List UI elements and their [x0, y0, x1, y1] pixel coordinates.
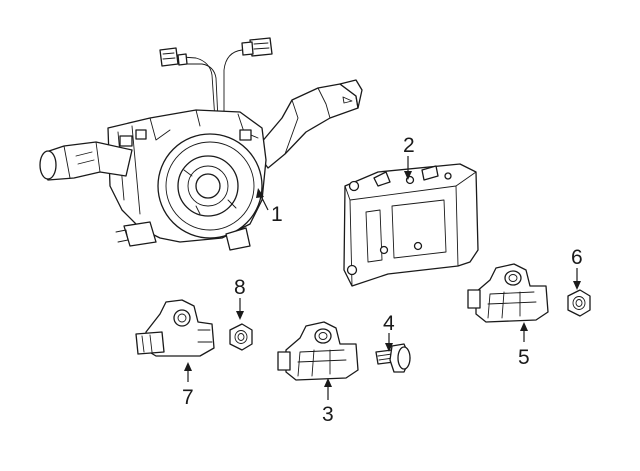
part-6-nut	[567, 289, 591, 317]
part-4-bolt	[375, 343, 411, 373]
callout-5: 5	[518, 346, 530, 369]
callout-3: 3	[322, 403, 334, 426]
callout-2: 2	[403, 134, 415, 157]
part-2-control-module	[343, 163, 479, 287]
part-8-nut	[229, 323, 253, 351]
part-7-impact-sensor	[135, 299, 215, 357]
callout-8: 8	[234, 276, 246, 299]
callout-4: 4	[383, 312, 395, 335]
callout-1: 1	[271, 203, 283, 226]
callout-6: 6	[571, 246, 583, 269]
leader-lines	[184, 156, 581, 400]
part-1-clockspring-switch-assembly	[39, 37, 363, 251]
part-3-impact-sensor	[277, 321, 359, 381]
part-5-impact-sensor	[467, 263, 549, 323]
callout-7: 7	[182, 386, 194, 409]
